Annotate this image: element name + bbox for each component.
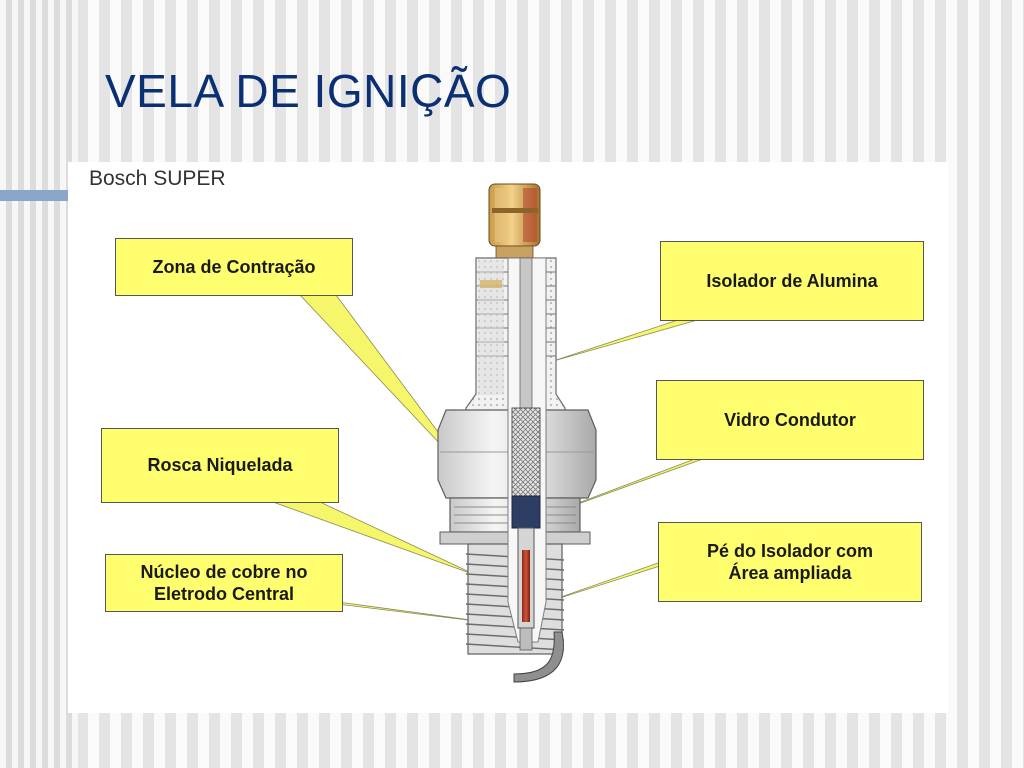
spark-plug-diagram xyxy=(272,183,737,683)
conductive-glass xyxy=(511,407,541,497)
copper-core xyxy=(522,550,530,622)
figure-subtitle: Bosch SUPER xyxy=(89,167,226,190)
slide-side-band xyxy=(0,0,78,768)
callout-vidro-condutor: Vidro Condutor xyxy=(656,380,924,460)
callout-pe-isolador: Pé do Isolador com Área ampliada xyxy=(658,522,922,602)
callout-zona-contracao: Zona de Contração xyxy=(115,238,353,296)
spark-plug-illustration xyxy=(437,183,597,683)
slide-accent-bar xyxy=(0,190,70,201)
ground-electrode xyxy=(513,631,564,683)
spark-plug-figure: Bosch SUPER Zona de Contração Rosca Niqu… xyxy=(68,162,948,713)
callout-rosca-niquelada: Rosca Niquelada xyxy=(101,428,339,503)
slide-title: VELA DE IGNIÇÃO xyxy=(105,65,512,117)
callout-isolador-alumina: Isolador de Alumina xyxy=(660,241,924,321)
callout-nucleo-cobre: Núcleo de cobre no Eletrodo Central xyxy=(105,554,343,612)
pointer-isolador-alumina xyxy=(549,316,709,363)
